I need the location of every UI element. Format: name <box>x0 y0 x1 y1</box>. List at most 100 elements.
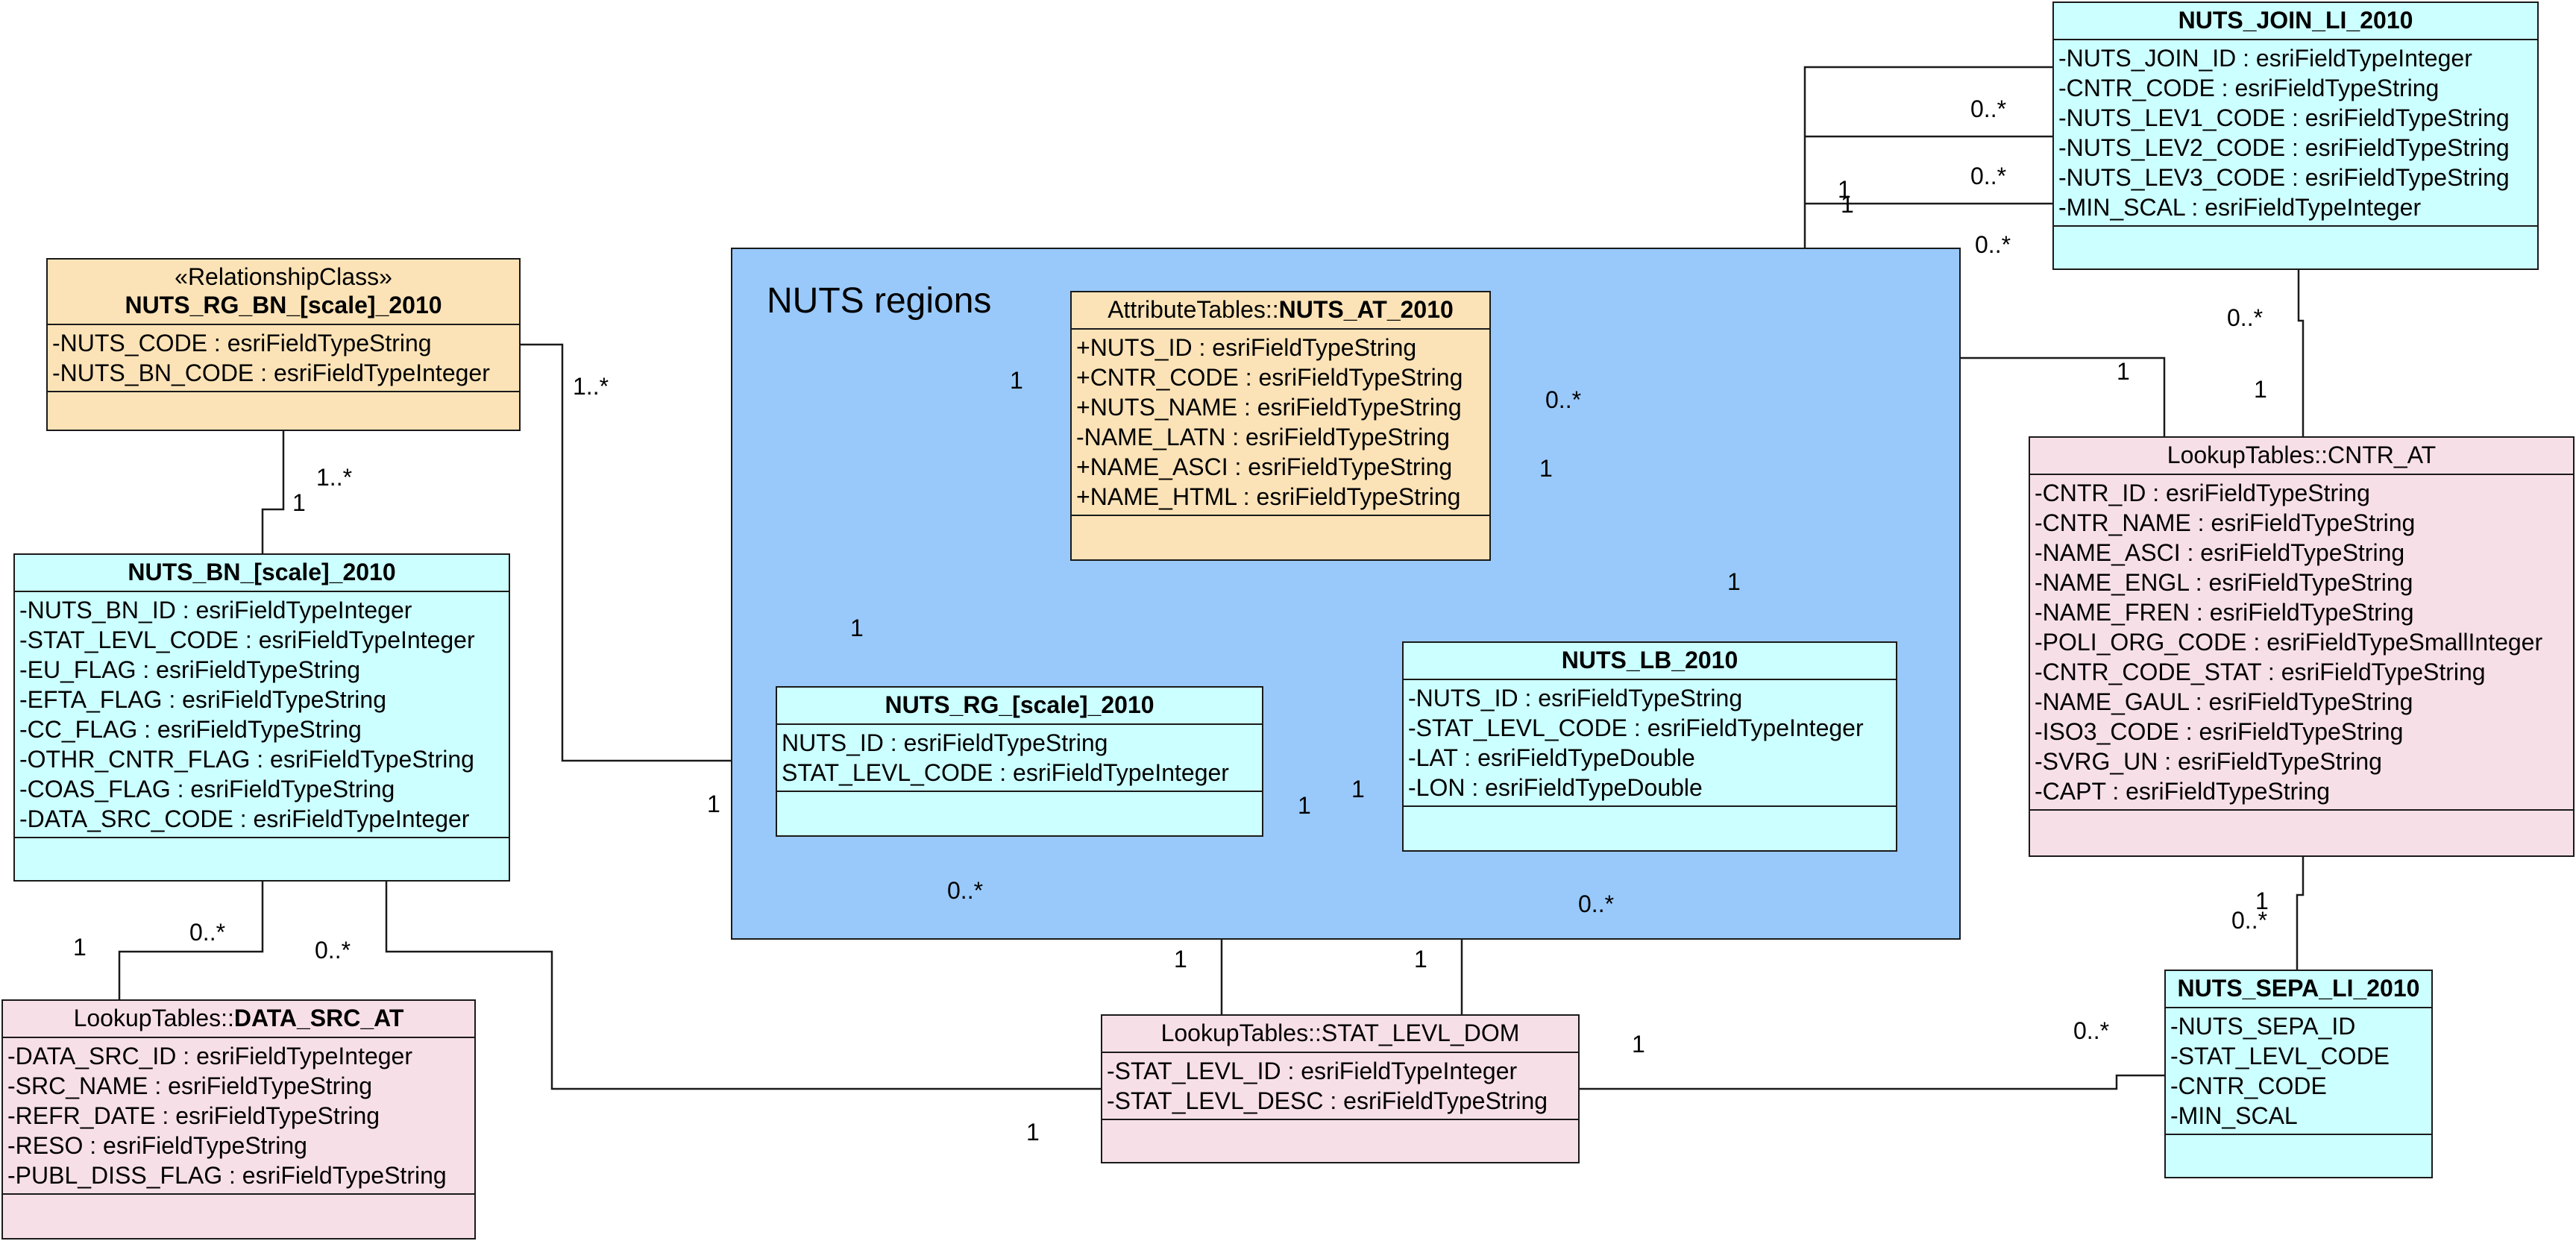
operations-compartment <box>48 392 519 430</box>
attribute: -STAT_LEVL_CODE : esriFieldTypeInteger <box>19 626 475 653</box>
class-name: NUTS_BN_[scale]_2010 <box>128 559 396 585</box>
attribute: -NUTS_ID : esriFieldTypeString <box>1408 685 1743 711</box>
attribute: -NUTS_BN_CODE : esriFieldTypeInteger <box>52 359 490 386</box>
attribute: -STAT_LEVL_ID : esriFieldTypeInteger <box>1107 1058 1518 1084</box>
multiplicity-label: 0..* <box>1970 163 2007 189</box>
class-stat-levl-dom[interactable]: LookupTables::STAT_LEVL_DOM -STAT_LEVL_I… <box>1101 1014 1580 1163</box>
attribute: -NUTS_LEV3_CODE : esriFieldTypeString <box>2058 164 2510 191</box>
attribute: -NAME_ASCI : esriFieldTypeString <box>2035 539 2405 566</box>
attribute: NUTS_ID : esriFieldTypeString <box>782 729 1108 756</box>
class-nuts-rg-bn[interactable]: «RelationshipClass» NUTS_RG_BN_[scale]_2… <box>46 258 521 431</box>
attribute: +NAME_HTML : esriFieldTypeString <box>1076 483 1461 510</box>
class-nuts-at-2010[interactable]: AttributeTables::NUTS_AT_2010 +NUTS_ID :… <box>1070 291 1491 561</box>
multiplicity-label: 1 <box>292 489 306 516</box>
class-nuts-join-li-2010[interactable]: NUTS_JOIN_LI_2010 -NUTS_JOIN_ID : esriFi… <box>2052 1 2539 270</box>
class-data-src-at[interactable]: LookupTables::DATA_SRC_AT -DATA_SRC_ID :… <box>1 999 476 1240</box>
class-name: NUTS_AT_2010 <box>1278 296 1454 323</box>
class-nuts-sepa-li-2010[interactable]: NUTS_SEPA_LI_2010 -NUTS_SEPA_ID -STAT_LE… <box>2164 970 2433 1178</box>
attribute: -CAPT : esriFieldTypeString <box>2035 778 2330 805</box>
multiplicity-label: 1 <box>1010 367 1023 394</box>
attribute: -NUTS_JOIN_ID : esriFieldTypeInteger <box>2058 45 2472 72</box>
class-prefix: LookupTables:: <box>73 1005 234 1031</box>
multiplicity-label: 1 <box>1351 776 1365 802</box>
operations-compartment <box>2030 811 2573 855</box>
attribute: +CNTR_CODE : esriFieldTypeString <box>1076 364 1463 391</box>
attribute: -CNTR_CODE <box>2170 1072 2327 1099</box>
attribute: -EFTA_FLAG : esriFieldTypeString <box>19 686 386 713</box>
connector-join-nutsregions <box>1803 66 2052 260</box>
multiplicity-label: 1 <box>2254 376 2267 403</box>
attribute: -NUTS_LEV2_CODE : esriFieldTypeString <box>2058 134 2510 161</box>
class-stereotype: «RelationshipClass» <box>175 263 392 290</box>
multiplicity-label: 1 <box>1026 1119 1040 1146</box>
attribute: -RESO : esriFieldTypeString <box>7 1132 307 1159</box>
operations-compartment <box>777 792 1262 835</box>
class-name: NUTS_JOIN_LI_2010 <box>2178 7 2413 34</box>
attribute: -STAT_LEVL_DESC : esriFieldTypeString <box>1107 1087 1548 1114</box>
connector-cntr-sepa <box>2296 856 2305 970</box>
attribute: -NAME_FREN : esriFieldTypeString <box>2035 599 2414 626</box>
attribute: -COAS_FLAG : esriFieldTypeString <box>19 776 395 802</box>
multiplicity-label: 0..* <box>189 919 226 946</box>
class-nuts-rg[interactable]: NUTS_RG_[scale]_2010 NUTS_ID : esriField… <box>776 686 1263 837</box>
class-name: NUTS_RG_BN_[scale]_2010 <box>125 292 442 318</box>
attribute: -MIN_SCAL : esriFieldTypeInteger <box>2058 194 2422 221</box>
multiplicity-label: 1 <box>1414 946 1427 973</box>
connector-rgbn-bn <box>261 431 285 553</box>
multiplicity-label: 0..* <box>2227 304 2264 331</box>
multiplicity-label: 0..* <box>2073 1017 2110 1044</box>
attribute: -CC_FLAG : esriFieldTypeString <box>19 716 362 743</box>
connector-bn-statlevl <box>385 880 1101 1090</box>
package-title: NUTS regions <box>767 281 992 321</box>
class-nuts-lb-2010[interactable]: NUTS_LB_2010 -NUTS_ID : esriFieldTypeStr… <box>1402 641 1897 852</box>
attribute: -NAME_ENGL : esriFieldTypeString <box>2035 569 2413 596</box>
attribute: -NUTS_SEPA_ID <box>2170 1013 2356 1040</box>
attribute: -NAME_LATN : esriFieldTypeString <box>1076 424 1450 450</box>
multiplicity-label: 1 <box>850 615 864 641</box>
attribute: +NAME_ASCI : esriFieldTypeString <box>1076 453 1453 480</box>
class-prefix: AttributeTables:: <box>1108 296 1279 323</box>
multiplicity-label: 1 <box>1174 946 1187 973</box>
attribute: STAT_LEVL_CODE : esriFieldTypeInteger <box>782 759 1229 786</box>
attribute: -NUTS_CODE : esriFieldTypeString <box>52 330 432 356</box>
attribute: -EU_FLAG : esriFieldTypeString <box>19 656 361 683</box>
attribute: -REFR_DATE : esriFieldTypeString <box>7 1102 380 1129</box>
attribute: -STAT_LEVL_CODE <box>2170 1043 2390 1069</box>
multiplicity-label: 0..* <box>1975 231 2011 258</box>
attribute: -ISO3_CODE : esriFieldTypeString <box>2035 718 2404 745</box>
operations-compartment <box>2166 1135 2431 1177</box>
class-name: NUTS_SEPA_LI_2010 <box>2177 975 2420 1002</box>
multiplicity-label: 0..* <box>1545 386 1582 413</box>
connector-statlevl-sepa <box>1580 1074 2164 1090</box>
multiplicity-label: 1 <box>73 934 87 961</box>
attribute: -DATA_SRC_ID : esriFieldTypeInteger <box>7 1043 412 1069</box>
class-cntr-at[interactable]: LookupTables::CNTR_AT -CNTR_ID : esriFie… <box>2029 436 2575 857</box>
multiplicity-label: 0..* <box>1578 890 1615 917</box>
class-name: LookupTables::STAT_LEVL_DOM <box>1160 1019 1520 1046</box>
attribute: -NUTS_LEV1_CODE : esriFieldTypeString <box>2058 104 2510 131</box>
multiplicity-label: 1 <box>1841 191 1854 218</box>
multiplicity-label: 0..* <box>315 937 351 964</box>
attribute: -CNTR_NAME : esriFieldTypeString <box>2035 509 2416 536</box>
attribute: -DATA_SRC_CODE : esriFieldTypeInteger <box>19 805 470 832</box>
attribute: -SVRG_UN : esriFieldTypeString <box>2035 748 2382 775</box>
class-nuts-bn[interactable]: NUTS_BN_[scale]_2010 -NUTS_BN_ID : esriF… <box>13 553 510 882</box>
attribute: -LON : esriFieldTypeDouble <box>1408 774 1703 801</box>
multiplicity-label: 1 <box>1539 455 1553 482</box>
operations-compartment <box>2054 227 2537 268</box>
operations-compartment <box>1072 516 1489 559</box>
operations-compartment <box>3 1195 474 1238</box>
attribute: -OTHR_CNTR_FLAG : esriFieldTypeString <box>19 746 474 773</box>
multiplicity-label: 1 <box>2117 358 2130 385</box>
operations-compartment <box>15 838 509 880</box>
attribute: -POLI_ORG_CODE : esriFieldTypeSmallInteg… <box>2035 629 2543 656</box>
connector-join-cntr <box>2297 270 2305 436</box>
class-name: NUTS_LB_2010 <box>1561 647 1738 673</box>
multiplicity-label: 0..* <box>2231 907 2268 934</box>
multiplicity-label: 1 <box>1838 176 1851 203</box>
attribute: -PUBL_DISS_FLAG : esriFieldTypeString <box>7 1162 447 1189</box>
multiplicity-label: 1 <box>1632 1031 1645 1058</box>
attribute: -STAT_LEVL_CODE : esriFieldTypeInteger <box>1408 714 1864 741</box>
attribute: -NAME_GAUL : esriFieldTypeString <box>2035 688 2413 715</box>
multiplicity-label: 0..* <box>947 877 984 904</box>
